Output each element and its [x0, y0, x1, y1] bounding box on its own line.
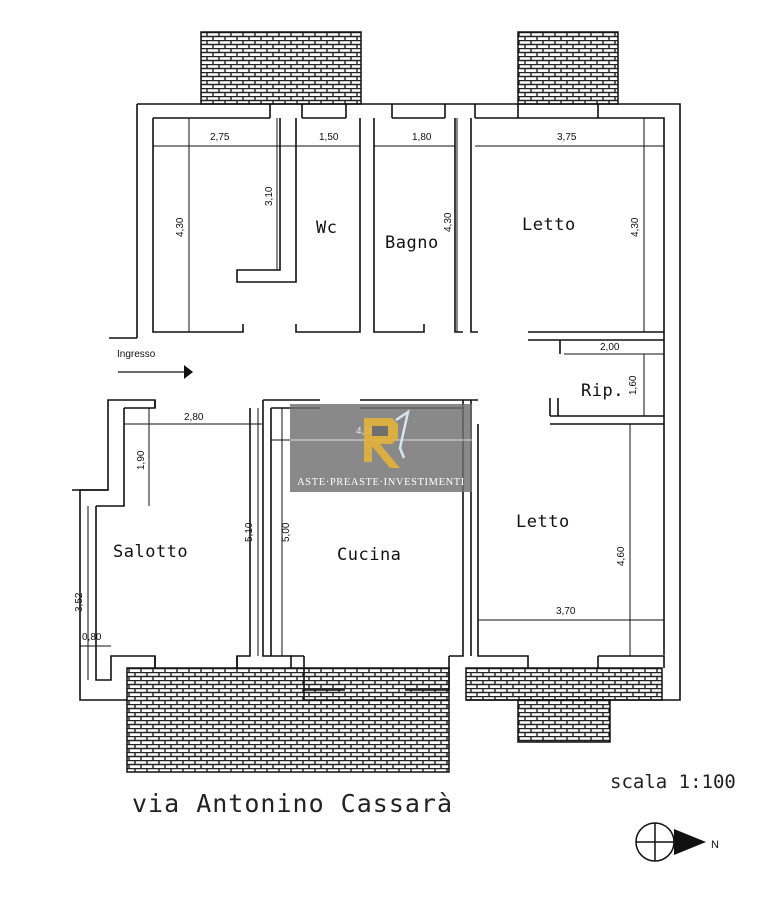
room-label-letto-bottom: Letto: [516, 512, 570, 532]
walls: [72, 103, 681, 701]
scale-label: scala 1:100: [610, 771, 736, 793]
balconies: [126, 31, 663, 773]
room-label-letto-top: Letto: [522, 215, 576, 235]
balcony-bottom-right: [465, 667, 663, 701]
dim-180: 1,80: [412, 132, 432, 143]
balcony-top-right: [517, 31, 619, 105]
dim-200: 2,00: [600, 342, 620, 353]
north-arrow-icon: [635, 822, 706, 862]
dim-352: 3,52: [74, 592, 85, 612]
dim-430-left: 4,30: [175, 217, 186, 237]
room-label-wc: Wc: [316, 218, 337, 238]
room-label-rip: Rip.: [581, 381, 624, 401]
dimension-lines: [80, 118, 664, 680]
room-label-bagno: Bagno: [385, 233, 439, 253]
watermark-logo: [364, 409, 410, 468]
dim-080: 0,80: [82, 632, 102, 643]
dim-500: 5,00: [281, 522, 292, 542]
dim-430-right: 4,30: [630, 217, 641, 237]
dim-190: 1,90: [136, 450, 147, 470]
dim-375: 3,75: [557, 132, 577, 143]
dim-430-bagno: 4,30: [443, 212, 454, 232]
dim-275: 2,75: [210, 132, 230, 143]
entrance-indicator: Ingresso: [117, 349, 193, 379]
balcony-top-left: [200, 31, 362, 105]
dimension-labels: 2,75 1,50 1,80 3,75 4,30 3,10 4,30 4,30 …: [74, 132, 641, 643]
room-labels: Wc Bagno Letto Rip. Letto Salotto Cucina: [113, 215, 624, 565]
balcony-bottom-right-ext: [517, 699, 611, 743]
balcony-bottom-left: [126, 667, 450, 773]
dim-160: 1,60: [628, 375, 639, 395]
entrance-label: Ingresso: [117, 349, 156, 360]
room-label-salotto: Salotto: [113, 542, 188, 562]
watermark: 4,00 ASTE·PREASTE·INVESTIMENTI: [290, 404, 472, 492]
room-label-cucina: Cucina: [337, 545, 401, 565]
dim-280: 2,80: [184, 412, 204, 423]
watermark-text: ASTE·PREASTE·INVESTIMENTI: [297, 477, 465, 488]
dim-370: 3,70: [556, 606, 576, 617]
dim-310: 3,10: [264, 186, 275, 206]
dim-460: 4,60: [616, 546, 627, 566]
north-label: N: [711, 839, 719, 851]
street-name: via Antonino Cassarà: [132, 789, 453, 818]
dim-150: 1,50: [319, 132, 339, 143]
dim-510: 5,10: [244, 522, 255, 542]
